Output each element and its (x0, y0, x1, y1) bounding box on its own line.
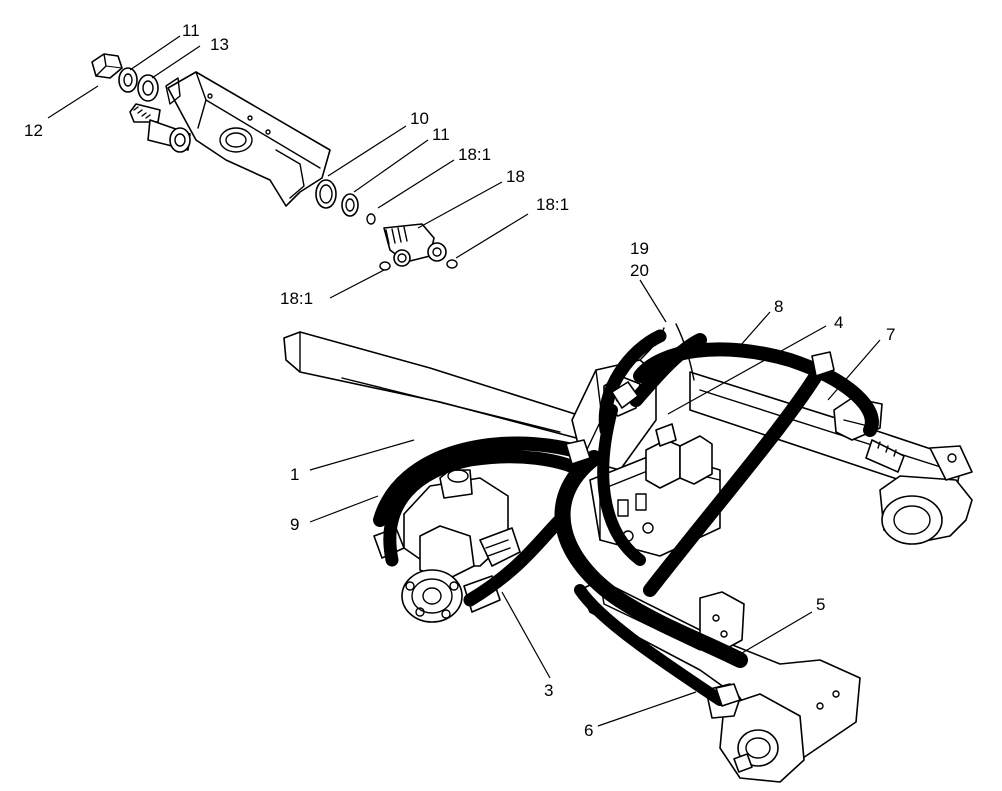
callout-1: 1 (290, 465, 299, 484)
callout-8: 8 (774, 297, 783, 316)
frame-and-hose-assembly (283, 323, 973, 783)
callout-3: 3 (544, 681, 553, 700)
hydraulic-hoses (373, 329, 879, 706)
mounting-bracket (165, 71, 331, 207)
callout-11-top: 11 (182, 21, 200, 40)
frame-rail (283, 331, 589, 441)
tee-fitting (383, 223, 447, 267)
bulkhead-fitting (129, 103, 191, 153)
washer-11-bottom (341, 193, 359, 217)
callout-18-1-upper: 18:1 (458, 145, 491, 164)
callout-10: 10 (410, 109, 429, 128)
cross-bar (689, 371, 961, 493)
callout-13: 13 (210, 35, 229, 54)
o-ring-left (379, 261, 391, 271)
callout-6: 6 (584, 721, 593, 740)
exploded-fitting-assembly (91, 53, 458, 271)
callout-19: 19 (630, 239, 649, 258)
bushing-10 (315, 179, 337, 209)
callout-11-bottom: 11 (432, 125, 450, 144)
right-spindle-mount (879, 445, 973, 545)
callout-9: 9 (290, 515, 299, 534)
callout-18-1-left: 18:1 (280, 289, 313, 308)
callout-18-1-right: 18:1 (536, 195, 569, 214)
callout-7: 7 (886, 325, 895, 344)
washer-13 (137, 74, 159, 102)
callout-20: 20 (630, 261, 649, 280)
washer-11-top (118, 67, 138, 93)
hose-fittings (565, 351, 835, 707)
callout-18: 18 (506, 167, 525, 186)
callout-12: 12 (24, 121, 43, 140)
o-ring-right (446, 259, 458, 269)
callout-leaders (47, 35, 881, 727)
wire-19-20 (639, 323, 695, 381)
callout-4: 4 (834, 313, 843, 332)
hex-nut (91, 53, 123, 79)
callout-labels: 11 13 12 10 11 18:1 18 18:1 18:1 19 20 8… (24, 21, 895, 740)
o-ring-upper (366, 213, 376, 225)
callout-5: 5 (816, 595, 825, 614)
